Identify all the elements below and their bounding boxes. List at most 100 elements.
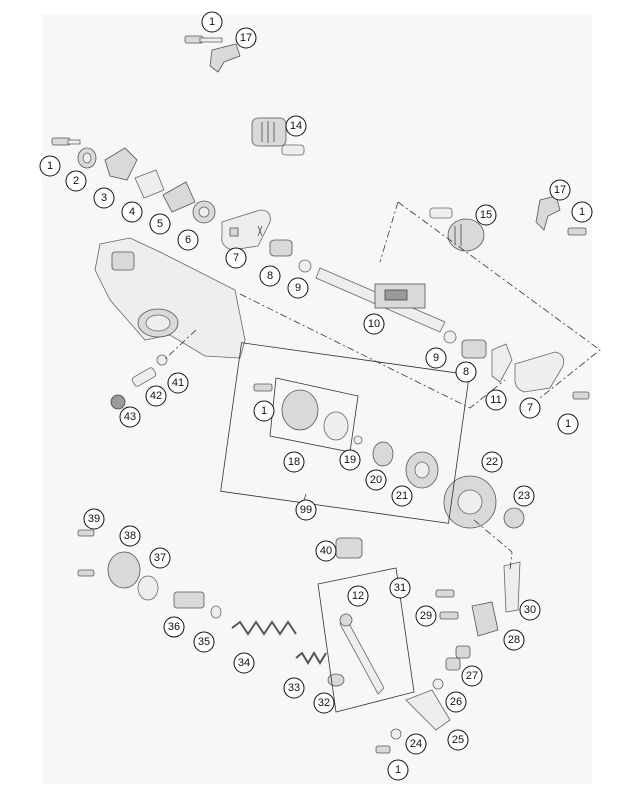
callout-number: 7 — [233, 252, 239, 264]
callout-circle — [387, 759, 409, 781]
callout-circle — [253, 400, 275, 422]
actuating-lever-left — [221, 209, 271, 251]
callout-number: 42 — [150, 390, 162, 402]
callout-number: 10 — [368, 318, 380, 330]
callout-circle — [225, 247, 247, 269]
callout-number: 1 — [209, 16, 215, 28]
callout-circle — [513, 485, 535, 507]
callout-number: 34 — [238, 657, 250, 669]
callout-number: 25 — [452, 734, 464, 746]
callout-circle — [283, 677, 305, 699]
lower-left-fasteners — [110, 354, 168, 410]
callout-circle — [455, 361, 477, 383]
callout-number: 30 — [524, 604, 536, 616]
callout-1-15: 1 — [571, 201, 593, 223]
callout-37-34: 37 — [149, 547, 171, 569]
callout-number: 7 — [527, 402, 533, 414]
callout-circle — [365, 469, 387, 491]
callout-number: 6 — [185, 234, 191, 246]
lever-group-frame — [317, 567, 415, 713]
callout-circle — [121, 201, 143, 223]
callout-99-29: 99 — [295, 499, 317, 521]
callout-circle — [39, 155, 61, 177]
callout-14-2: 14 — [285, 115, 307, 137]
callout-number: 20 — [370, 474, 382, 486]
callout-circle — [415, 605, 437, 627]
callout-1-0: 1 — [201, 11, 223, 33]
callout-40-35: 40 — [315, 540, 337, 562]
callout-39-32: 39 — [83, 508, 105, 530]
callout-circle — [145, 385, 167, 407]
exhaust-control-shaft — [315, 267, 446, 333]
callout-circle — [177, 229, 199, 251]
callout-circle — [235, 27, 257, 49]
callout-17-14: 17 — [549, 179, 571, 201]
gear-and-bearing — [443, 475, 525, 529]
lever-rod — [339, 613, 385, 695]
callout-number: 27 — [466, 670, 478, 682]
callout-circle — [425, 347, 447, 369]
callout-3-5: 3 — [93, 187, 115, 209]
callout-number: 32 — [318, 697, 330, 709]
callout-1-3: 1 — [39, 155, 61, 177]
top-screw-and-clip — [184, 35, 241, 73]
callout-circle — [233, 652, 255, 674]
callout-number: 41 — [172, 377, 184, 389]
callout-circle — [315, 540, 337, 562]
callout-number: 2 — [73, 175, 79, 187]
left-cover-group — [77, 529, 159, 601]
callout-number: 3 — [101, 192, 107, 204]
callout-number: 38 — [124, 530, 136, 542]
right-valve-gear-shaft — [429, 207, 485, 252]
callout-number: 33 — [288, 682, 300, 694]
callout-circle — [119, 406, 141, 428]
callout-number: 1 — [579, 206, 585, 218]
callout-28-43: 28 — [503, 629, 525, 651]
callout-circle — [389, 577, 411, 599]
dashed-link-gear-valve — [473, 519, 513, 571]
callout-number: 21 — [396, 490, 408, 502]
callout-number: 11 — [490, 394, 501, 406]
callout-number: 22 — [486, 456, 498, 468]
callout-circle — [481, 451, 503, 473]
callout-number: 14 — [290, 120, 302, 132]
callout-circle — [149, 547, 171, 569]
callout-number: 9 — [295, 282, 301, 294]
cylinder-housing — [94, 237, 246, 359]
callout-6-8: 6 — [177, 229, 199, 251]
callout-number: 17 — [554, 184, 566, 196]
callout-circle — [461, 665, 483, 687]
callout-number: 37 — [154, 552, 166, 564]
bushing-and-washer-left — [269, 239, 312, 273]
callout-circle — [363, 313, 385, 335]
callout-31-36: 31 — [389, 577, 411, 599]
right-lower-lever-stack — [443, 330, 590, 400]
water-pump-assembly-frame — [220, 342, 470, 524]
callout-circle — [65, 170, 87, 192]
callout-number: 28 — [508, 634, 520, 646]
callout-circle — [149, 213, 171, 235]
callout-number: 35 — [198, 636, 210, 648]
callout-number: 24 — [410, 738, 422, 750]
callout-30-39: 30 — [519, 599, 541, 621]
callout-circle — [283, 451, 305, 473]
callout-circle — [447, 729, 469, 751]
callout-7-19: 7 — [519, 397, 541, 419]
left-control-stack — [51, 137, 216, 224]
callout-circle — [445, 691, 467, 713]
callout-38-33: 38 — [119, 525, 141, 547]
callout-circle — [557, 413, 579, 435]
callout-4-6: 4 — [121, 201, 143, 223]
callout-circle — [167, 372, 189, 394]
callout-number: 9 — [433, 352, 439, 364]
callout-circle — [339, 449, 361, 471]
callout-number: 8 — [463, 366, 469, 378]
callout-number: 39 — [88, 513, 100, 525]
callout-21-28: 21 — [391, 485, 413, 507]
dashed-link-upper-right — [379, 201, 601, 399]
callout-circle — [93, 187, 115, 209]
callout-circle — [193, 631, 215, 653]
callout-34-42: 34 — [233, 652, 255, 674]
dashed-link-housing-lever — [239, 293, 506, 409]
